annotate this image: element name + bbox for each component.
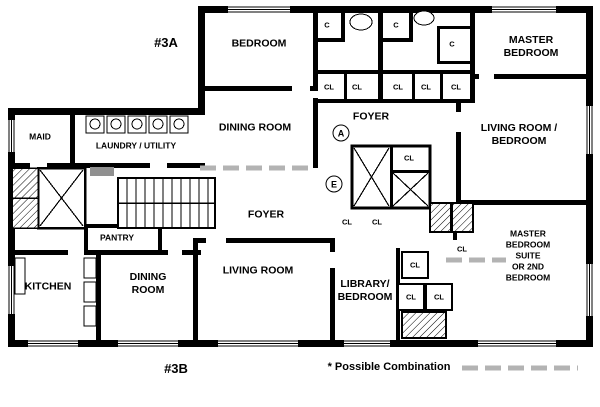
shaft-hatch: [11, 167, 39, 229]
laundry-appliances: [85, 115, 189, 134]
elevator-a-marker: A: [332, 124, 350, 142]
closet-fixtures: [349, 10, 435, 31]
service-elevator: [36, 166, 87, 230]
windows: [8, 6, 593, 347]
door-openings: [30, 73, 494, 268]
stairs: [90, 167, 216, 229]
kitchen-counters: [14, 257, 97, 327]
combination-lines: [200, 165, 578, 371]
elevator-core: [350, 144, 432, 210]
elevator-e-marker: E: [325, 175, 343, 193]
bathroom-hatch: [401, 202, 474, 339]
suite-closets: [397, 251, 453, 311]
